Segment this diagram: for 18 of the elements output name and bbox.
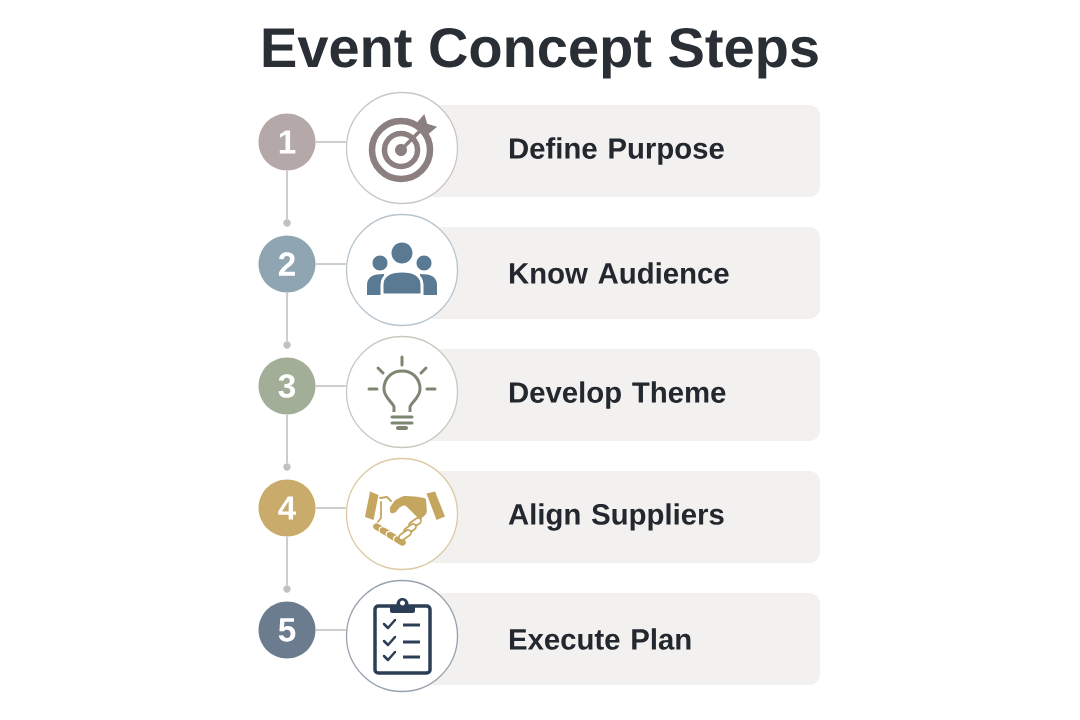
connector-line xyxy=(314,141,347,143)
connector-line xyxy=(314,507,347,509)
connector-line xyxy=(314,263,347,265)
icon-circle xyxy=(345,91,459,205)
connector-line xyxy=(314,385,347,387)
step-bar: Execute Plan xyxy=(420,593,820,685)
connector-line xyxy=(286,535,288,586)
connector-line xyxy=(286,291,288,342)
icon-circle xyxy=(345,579,459,693)
step-bar: Know Audience xyxy=(420,227,820,319)
step-bar: Develop Theme xyxy=(420,349,820,441)
connector-line xyxy=(286,169,288,220)
title: Event Concept Steps xyxy=(263,27,818,79)
connector-line xyxy=(314,629,347,631)
connector-line xyxy=(286,413,288,464)
step-bar: Align Suppliers xyxy=(420,471,820,563)
step-bar: Define Purpose xyxy=(420,105,820,197)
icon-circle xyxy=(345,335,459,449)
